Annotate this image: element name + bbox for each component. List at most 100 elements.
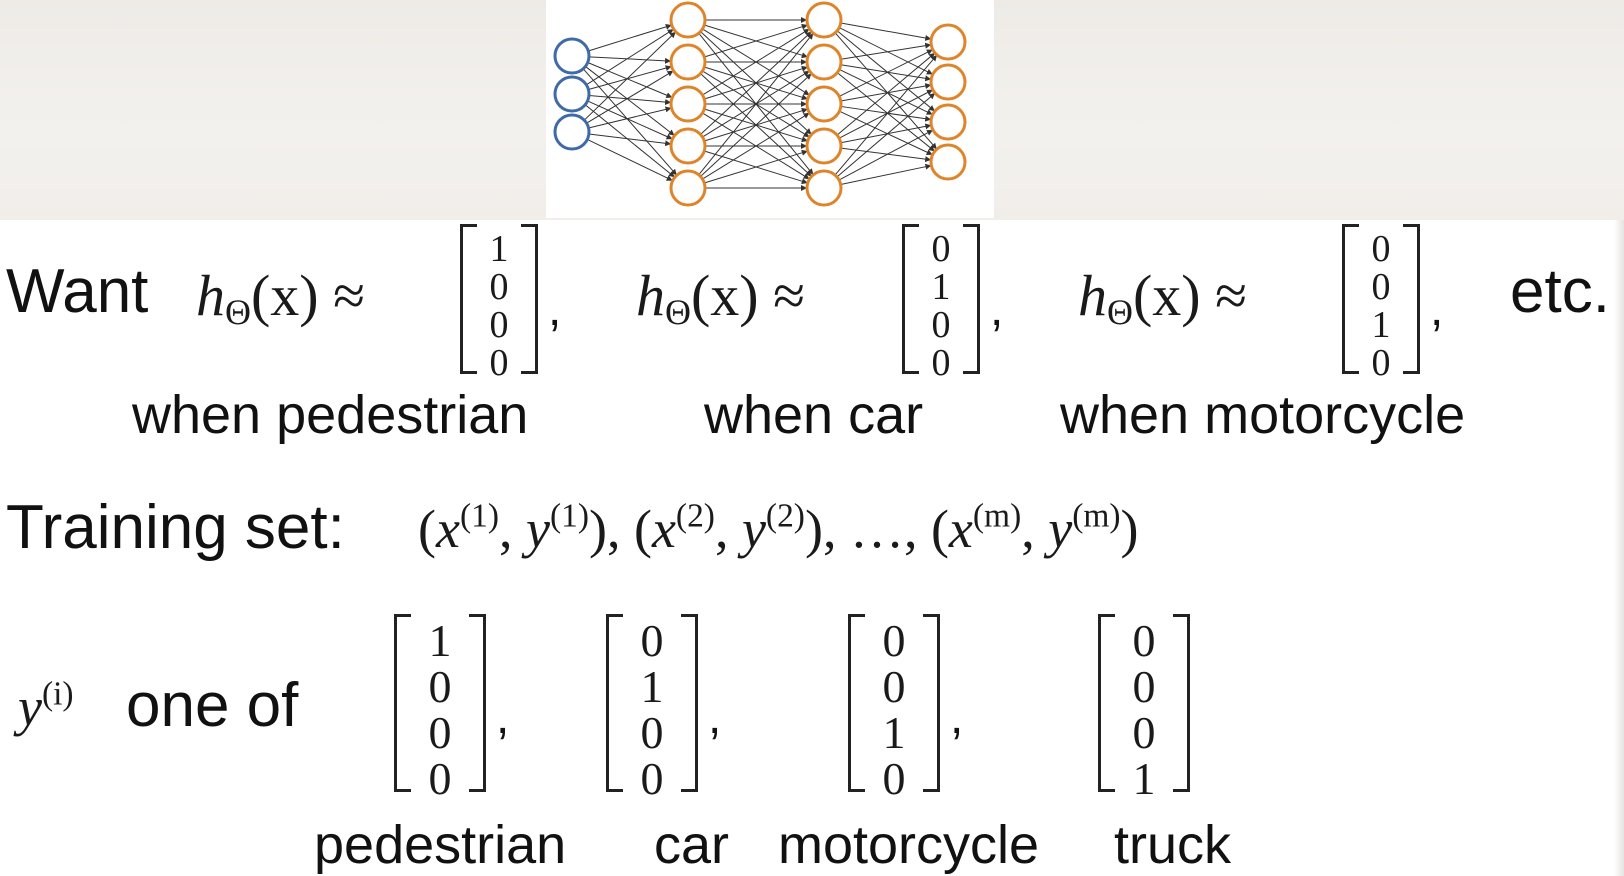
h-argument: (x) bbox=[250, 263, 319, 328]
nn-connection bbox=[836, 52, 935, 136]
nn-hidden-node bbox=[805, 169, 843, 207]
caption-when-car: when car bbox=[704, 385, 924, 445]
target-vector-car: 0 1 0 0 bbox=[902, 224, 980, 382]
nn-connection bbox=[583, 31, 676, 121]
nn-connection bbox=[840, 147, 932, 163]
training-set-label: Training set: bbox=[6, 493, 345, 562]
vector-entry: 1 bbox=[931, 266, 951, 308]
nn-connection bbox=[700, 31, 812, 135]
nn-hidden-node bbox=[805, 1, 843, 39]
theta-subscript: Θ bbox=[665, 291, 691, 332]
nn-connection bbox=[836, 72, 935, 152]
nn-connection bbox=[588, 65, 672, 90]
vector-entry: 0 bbox=[1371, 266, 1391, 308]
h-theta-expr-2: hΘ(x) ≈ bbox=[636, 262, 805, 332]
nn-connection bbox=[588, 56, 672, 64]
vector-entry: 0 bbox=[428, 707, 452, 758]
nn-hidden-node bbox=[805, 127, 843, 165]
nn-connection bbox=[840, 163, 932, 186]
vector-entry: 1 bbox=[640, 661, 664, 712]
nn-connection bbox=[840, 105, 932, 122]
nn-connection bbox=[840, 42, 932, 60]
nn-connection bbox=[838, 129, 933, 181]
nn-hidden-node bbox=[669, 1, 707, 39]
vector-entry: 0 bbox=[931, 228, 951, 270]
nn-connection bbox=[838, 89, 933, 139]
approx-symbol: ≈ bbox=[333, 263, 365, 328]
nn-connection bbox=[838, 49, 933, 97]
nn-connection bbox=[702, 28, 810, 96]
vector-entry: 0 bbox=[640, 615, 664, 666]
nn-connection bbox=[588, 133, 672, 147]
nn-hidden-node bbox=[669, 43, 707, 81]
vector-entry: 1 bbox=[1371, 304, 1391, 346]
comma: , bbox=[548, 283, 562, 336]
vector-entry: 0 bbox=[489, 266, 509, 308]
vector-entry: 1 bbox=[882, 707, 906, 758]
comma: , bbox=[708, 691, 722, 744]
h-theta-expr-3: hΘ(x) ≈ bbox=[1078, 262, 1247, 330]
nn-connection bbox=[586, 70, 674, 124]
vector-entry: 0 bbox=[882, 753, 906, 804]
nn-connection bbox=[586, 29, 674, 86]
nn-connection bbox=[700, 73, 812, 177]
label-truck: truck bbox=[1114, 815, 1232, 875]
comma: , bbox=[950, 691, 964, 744]
slide-right-edge bbox=[1614, 220, 1624, 876]
comma: , bbox=[496, 691, 510, 744]
nn-connection bbox=[836, 93, 936, 178]
one-of-label: one of bbox=[126, 671, 299, 740]
vector-entry: 0 bbox=[428, 661, 452, 712]
h-argument: (x) bbox=[1132, 263, 1201, 328]
nn-hidden-node bbox=[669, 85, 707, 123]
vector-entry: 0 bbox=[640, 707, 664, 758]
nn-connection bbox=[587, 62, 673, 98]
nn-connection bbox=[702, 112, 810, 180]
nn-connection bbox=[840, 22, 932, 41]
nn-output-node bbox=[929, 103, 967, 141]
nn-connection bbox=[588, 23, 672, 52]
target-vector-pedestrian: 1 0 0 0 bbox=[460, 224, 538, 382]
etc-label: etc. bbox=[1510, 257, 1610, 326]
nn-input-node bbox=[553, 75, 591, 113]
nn-input-node bbox=[553, 113, 591, 151]
comma: , bbox=[1430, 283, 1444, 336]
h-symbol: h bbox=[1078, 263, 1107, 328]
nn-connection bbox=[582, 68, 677, 176]
nn-connection bbox=[840, 83, 932, 102]
vector-entry: 1 bbox=[1132, 753, 1156, 804]
vector-entry: 0 bbox=[489, 342, 509, 384]
y-i-symbol: y(i) bbox=[18, 675, 74, 737]
h-symbol: h bbox=[636, 263, 665, 328]
comma: , bbox=[990, 283, 1004, 336]
caption-when-motorcycle: when motorcycle bbox=[1060, 385, 1466, 445]
h-argument: (x) bbox=[690, 263, 759, 328]
nn-hidden-node bbox=[805, 85, 843, 123]
vector-entry: 1 bbox=[428, 615, 452, 666]
vector-entry: 0 bbox=[428, 753, 452, 804]
nn-connection bbox=[588, 106, 672, 129]
label-vector-pedestrian: 1 0 0 0 bbox=[394, 614, 486, 802]
nn-connection bbox=[834, 54, 937, 176]
nn-connection bbox=[585, 66, 675, 136]
nn-connection bbox=[838, 27, 933, 75]
nn-connection bbox=[587, 100, 673, 140]
nn-connection bbox=[587, 138, 673, 181]
vector-entry: 0 bbox=[1132, 615, 1156, 666]
nn-input-node bbox=[553, 37, 591, 75]
nn-connection bbox=[834, 32, 937, 150]
nn-connection bbox=[840, 123, 932, 144]
label-pedestrian: pedestrian bbox=[314, 815, 567, 875]
vector-entry: 1 bbox=[489, 228, 509, 270]
vector-entry: 0 bbox=[882, 661, 906, 712]
nn-hidden-node bbox=[669, 127, 707, 165]
vector-entry: 0 bbox=[1132, 707, 1156, 758]
nn-connection bbox=[839, 110, 933, 155]
label-vector-motorcycle: 0 0 1 0 bbox=[848, 614, 940, 802]
vector-entry: 0 bbox=[931, 304, 951, 346]
nn-connection bbox=[840, 64, 932, 82]
nn-hidden-node bbox=[805, 43, 843, 81]
want-label: Want bbox=[6, 257, 149, 326]
vector-entry: 0 bbox=[640, 753, 664, 804]
label-vector-car: 0 1 0 0 bbox=[606, 614, 698, 802]
